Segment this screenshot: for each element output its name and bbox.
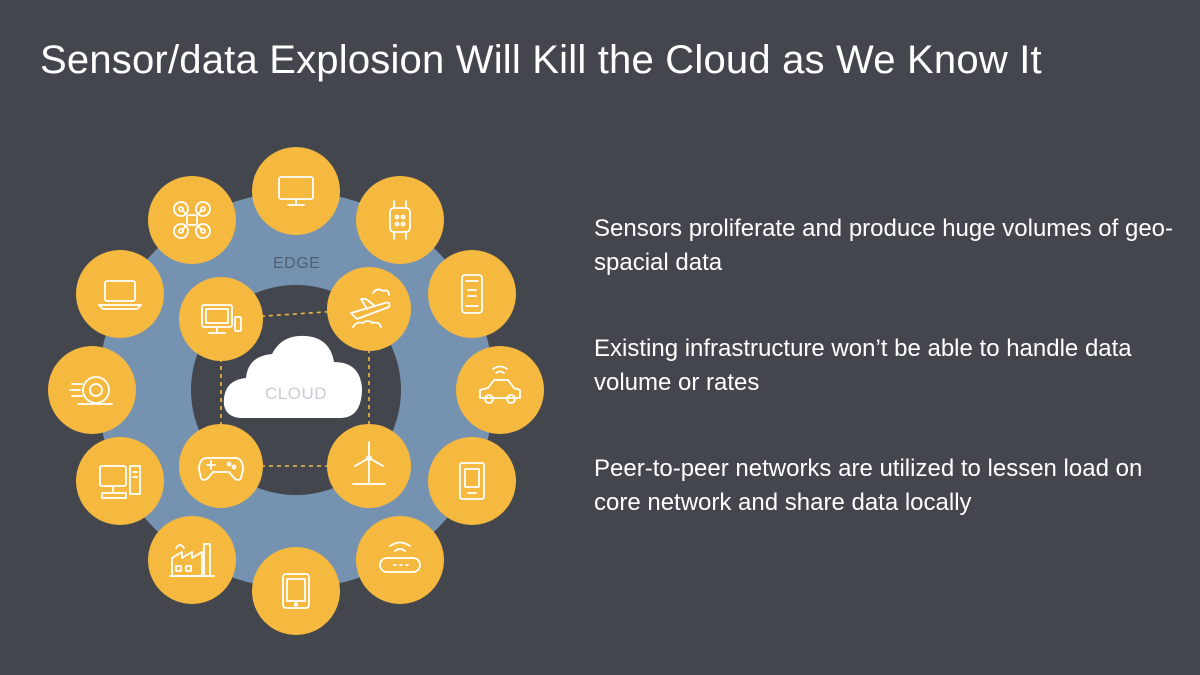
outer-node <box>48 346 136 434</box>
node-circle <box>456 346 544 434</box>
node-circle <box>356 516 444 604</box>
outer-node <box>76 250 164 338</box>
inner-node <box>327 267 411 351</box>
node-circle <box>252 147 340 235</box>
outer-node <box>356 516 444 604</box>
outer-node <box>148 176 236 264</box>
tablet-icon <box>282 573 310 609</box>
factory-icon <box>169 543 215 577</box>
node-circle <box>428 437 516 525</box>
edge-cloud-diagram: EDGE CLOUD <box>48 147 544 635</box>
bullet-list: Sensors proliferate and produce huge vol… <box>594 212 1174 572</box>
connected-car-icon <box>479 365 521 404</box>
node-circle <box>148 516 236 604</box>
ebook-reader-icon <box>459 462 485 500</box>
cloud-shape <box>223 335 362 418</box>
node-circle <box>356 176 444 264</box>
inner-node <box>179 277 263 361</box>
inner-node <box>327 424 411 508</box>
drone-icon <box>173 201 211 239</box>
outer-node <box>148 516 236 604</box>
bullet-sensors: Sensors proliferate and produce huge vol… <box>594 215 1174 276</box>
desktop-computer-icon <box>99 465 141 499</box>
laptop-icon <box>98 280 142 310</box>
smartwatch-icon <box>389 200 411 240</box>
bullet-peer-to-peer: Peer-to-peer networks are utilized to le… <box>594 455 1143 516</box>
node-circle <box>428 250 516 338</box>
outer-node <box>428 250 516 338</box>
smartphone-icon <box>461 274 483 314</box>
device-nodes <box>48 147 544 635</box>
cloud-label: CLOUD <box>265 384 327 403</box>
inner-node <box>179 424 263 508</box>
airplane-icon <box>350 288 391 328</box>
wind-turbine-icon <box>352 441 386 485</box>
outer-node <box>356 176 444 264</box>
outer-node <box>76 437 164 525</box>
node-circle <box>327 267 411 351</box>
node-circle <box>179 424 263 508</box>
bullet-infrastructure: Existing infrastructure won’t be able to… <box>594 335 1132 396</box>
outer-node <box>456 346 544 434</box>
outer-node <box>428 437 516 525</box>
tire-sensor-icon <box>69 376 113 405</box>
gamepad-icon <box>198 457 244 481</box>
node-circle <box>179 277 263 361</box>
smart-tv-icon <box>201 304 242 334</box>
node-circle <box>148 176 236 264</box>
outer-node <box>252 547 340 635</box>
monitor-icon <box>278 176 314 206</box>
node-circle <box>48 346 136 434</box>
page-title: Sensor/data Explosion Will Kill the Clou… <box>40 38 1042 82</box>
node-circle <box>76 437 164 525</box>
node-circle <box>252 547 340 635</box>
outer-node <box>252 147 340 235</box>
edge-label: EDGE <box>273 255 320 272</box>
wireless-router-icon <box>379 541 421 573</box>
node-circle <box>76 250 164 338</box>
